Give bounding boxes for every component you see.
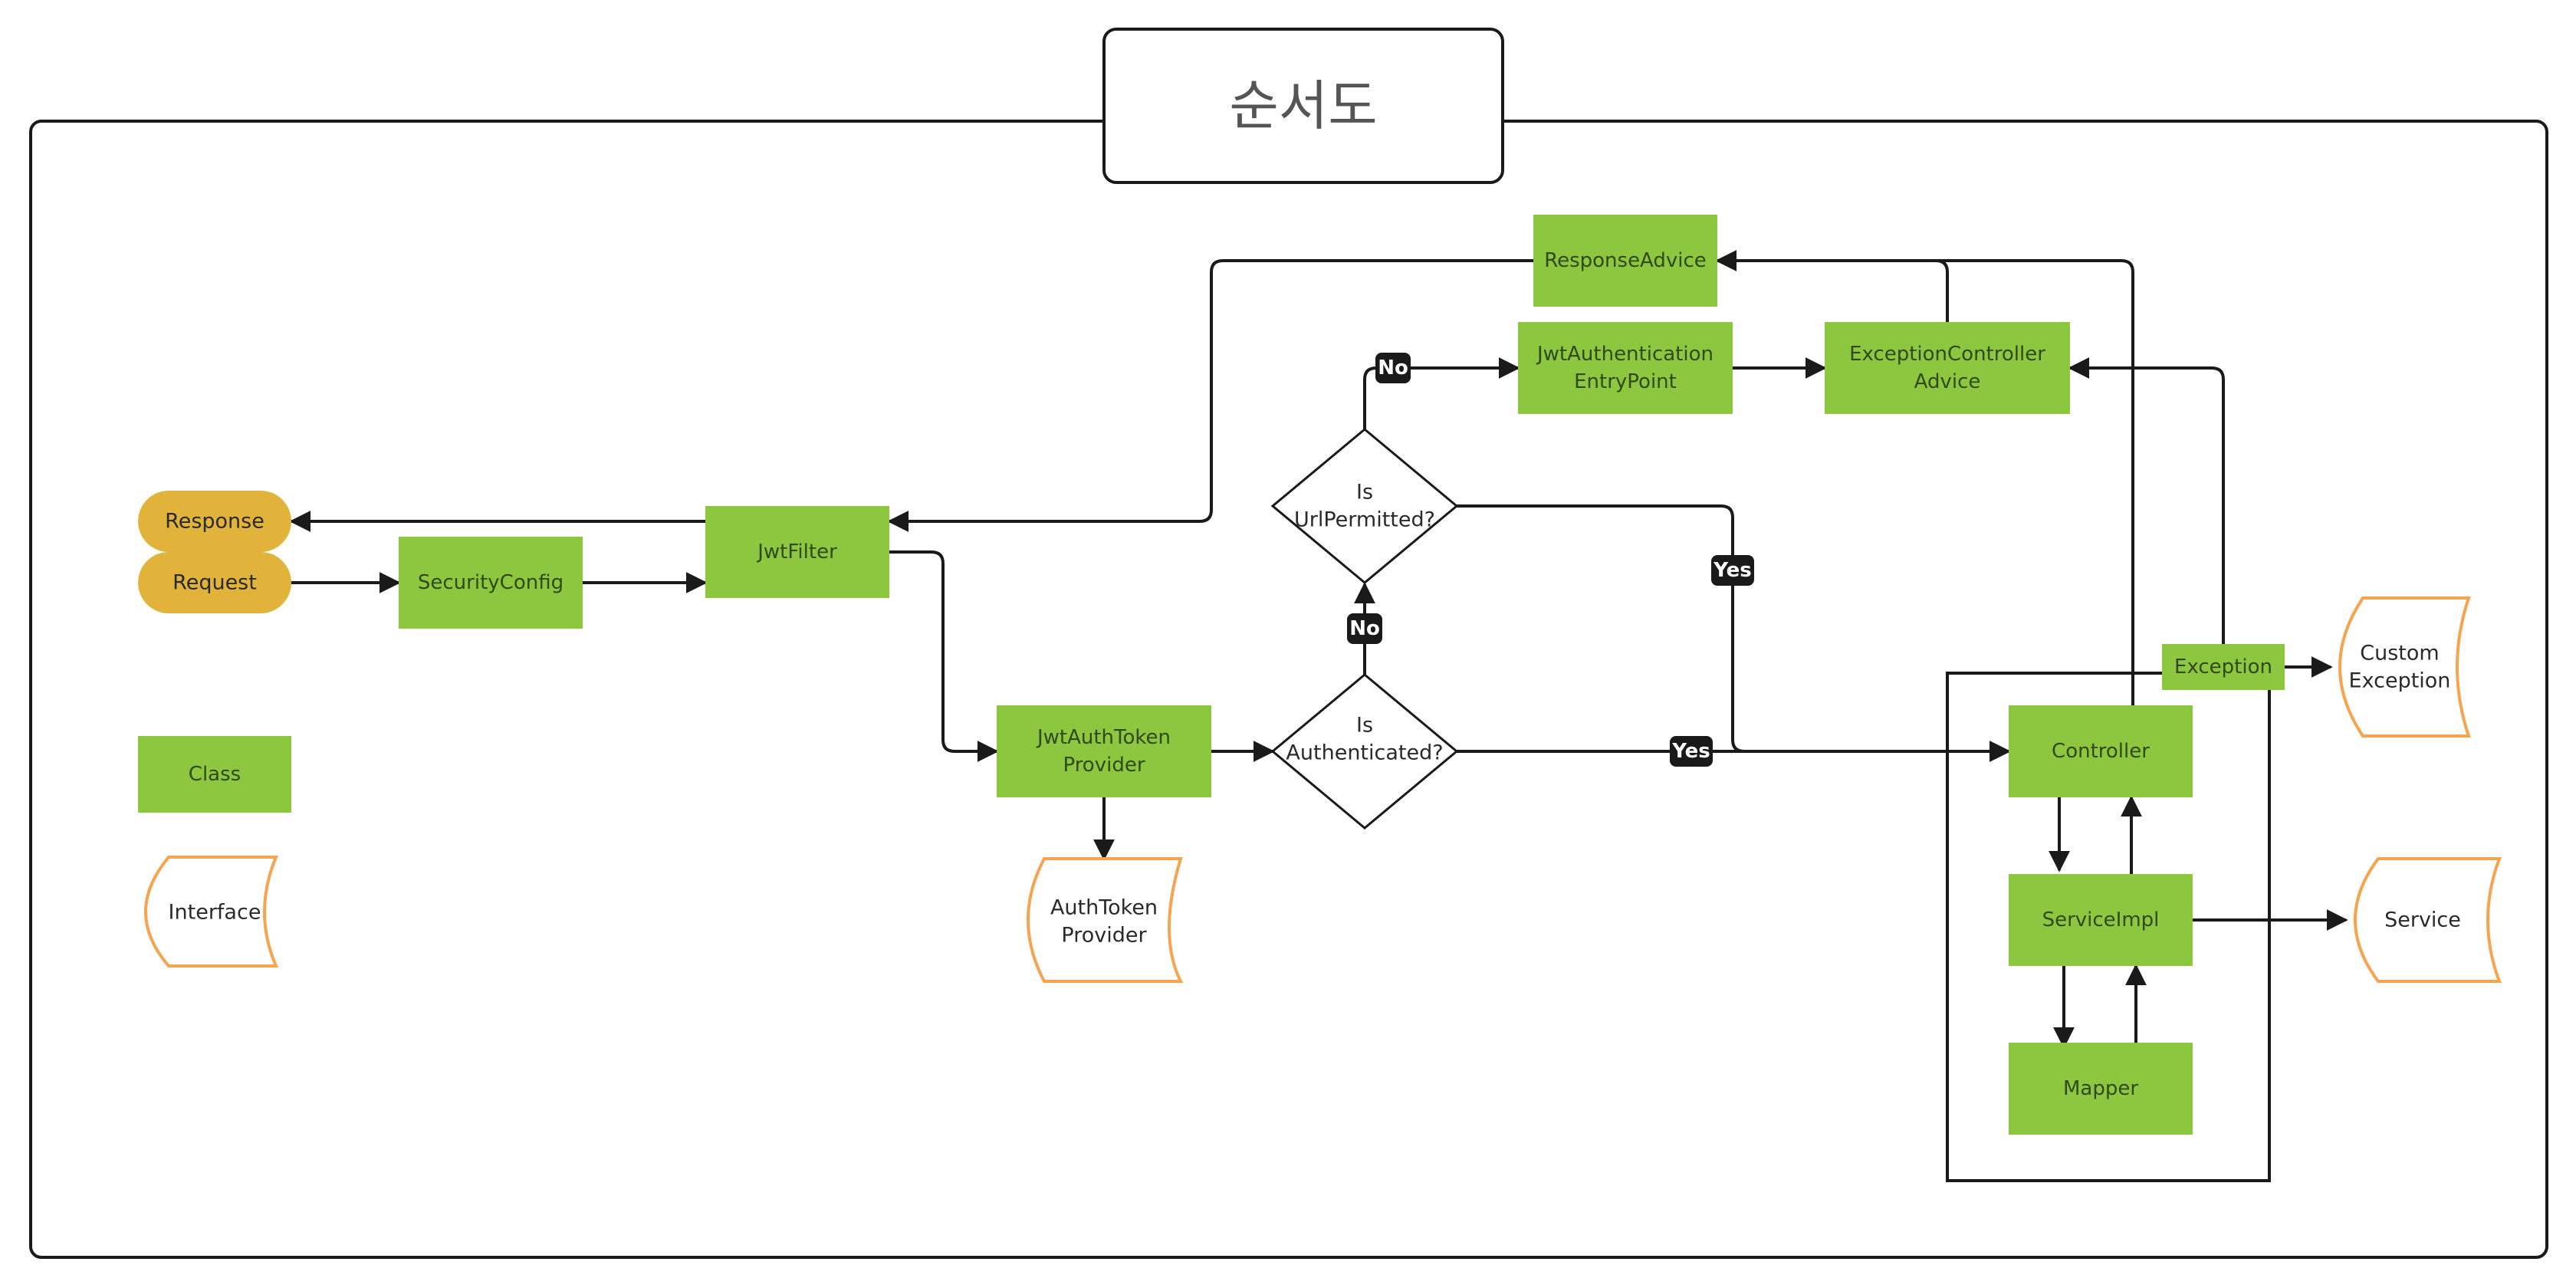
svg-text:Custom: Custom — [2360, 642, 2439, 665]
service-impl-node: ServiceImpl — [2009, 874, 2193, 966]
svg-text:JwtAuthentication: JwtAuthentication — [1536, 343, 1714, 366]
is-authenticated-decision: Is Authenticated? — [1270, 673, 1459, 830]
edge-exceptionadvice-responseadvice — [1715, 250, 1949, 322]
title-box: 순서도 — [1102, 28, 1504, 184]
edge-exception-exceptionadvice — [2068, 357, 2225, 644]
jwt-auth-token-provider-node: JwtAuthToken Provider — [997, 705, 1211, 797]
svg-text:Mapper: Mapper — [2063, 1077, 2138, 1100]
svg-text:Is: Is — [1356, 714, 1373, 738]
svg-text:Exception: Exception — [2174, 656, 2272, 678]
legend-interface: Interface — [144, 856, 279, 968]
svg-text:Class: Class — [189, 763, 241, 786]
jwt-filter-node: JwtFilter — [705, 506, 889, 598]
edge-responseadvice-jwtfilter — [887, 259, 1533, 532]
svg-text:ServiceImpl: ServiceImpl — [2042, 909, 2160, 932]
svg-text:SecurityConfig: SecurityConfig — [418, 571, 564, 594]
edge-jwtfilter-jwtauthtokenprovider — [889, 550, 999, 762]
auth-token-provider-interface: AuthToken Provider — [1027, 857, 1184, 983]
svg-text:Request: Request — [172, 571, 257, 595]
legend-class: Class — [138, 736, 291, 813]
is-url-permitted-decision: Is UrlPermitted? — [1270, 428, 1459, 584]
svg-text:Response: Response — [165, 510, 264, 534]
svg-text:JwtAuthToken: JwtAuthToken — [1036, 726, 1171, 749]
page-title: 순서도 — [1229, 74, 1377, 137]
response-terminal: Response — [138, 491, 291, 552]
svg-text:Service: Service — [2384, 909, 2461, 932]
service-interface: Service — [2354, 857, 2502, 983]
edge-controller-responseadvice — [1936, 259, 2134, 705]
svg-text:Provider: Provider — [1063, 754, 1145, 777]
badge-yes-urlpermitted: Yes — [1711, 555, 1754, 586]
svg-text:EntryPoint: EntryPoint — [1574, 370, 1677, 393]
svg-text:ResponseAdvice: ResponseAdvice — [1544, 249, 1707, 272]
service-layer-container — [1946, 672, 2271, 1182]
svg-text:Provider: Provider — [1061, 924, 1147, 948]
svg-text:Interface: Interface — [169, 901, 261, 925]
jwt-authentication-entry-point-node: JwtAuthentication EntryPoint — [1518, 322, 1733, 414]
response-advice-node: ResponseAdvice — [1533, 215, 1717, 307]
badge-no-middle: No — [1347, 613, 1382, 644]
badge-no-top: No — [1375, 353, 1411, 383]
svg-text:Exception: Exception — [2349, 669, 2451, 693]
svg-text:ExceptionController: ExceptionController — [1849, 343, 2045, 366]
exception-node: Exception — [2162, 644, 2285, 690]
svg-text:No: No — [1378, 356, 1408, 380]
request-terminal: Request — [138, 552, 291, 613]
svg-text:AuthToken: AuthToken — [1050, 896, 1158, 920]
svg-text:JwtFilter: JwtFilter — [756, 540, 837, 564]
svg-text:UrlPermitted?: UrlPermitted? — [1294, 508, 1435, 532]
exception-controller-advice-node: ExceptionController Advice — [1825, 322, 2070, 414]
svg-text:Yes: Yes — [1713, 559, 1752, 582]
svg-text:Is: Is — [1356, 481, 1373, 504]
controller-node: Controller — [2009, 705, 2193, 797]
svg-text:Advice: Advice — [1914, 370, 1981, 393]
security-config-node: SecurityConfig — [399, 537, 583, 629]
badge-yes-authenticated: Yes — [1670, 736, 1713, 767]
edge-isurlpermitted-controller — [1457, 504, 2011, 762]
svg-text:Authenticated?: Authenticated? — [1286, 741, 1443, 765]
custom-exception-interface: Custom Exception — [2338, 596, 2471, 738]
svg-text:Yes: Yes — [1671, 740, 1710, 763]
svg-text:No: No — [1349, 617, 1380, 640]
svg-text:Controller: Controller — [2052, 740, 2150, 763]
mapper-node: Mapper — [2009, 1043, 2193, 1135]
edges — [289, 250, 2348, 1049]
